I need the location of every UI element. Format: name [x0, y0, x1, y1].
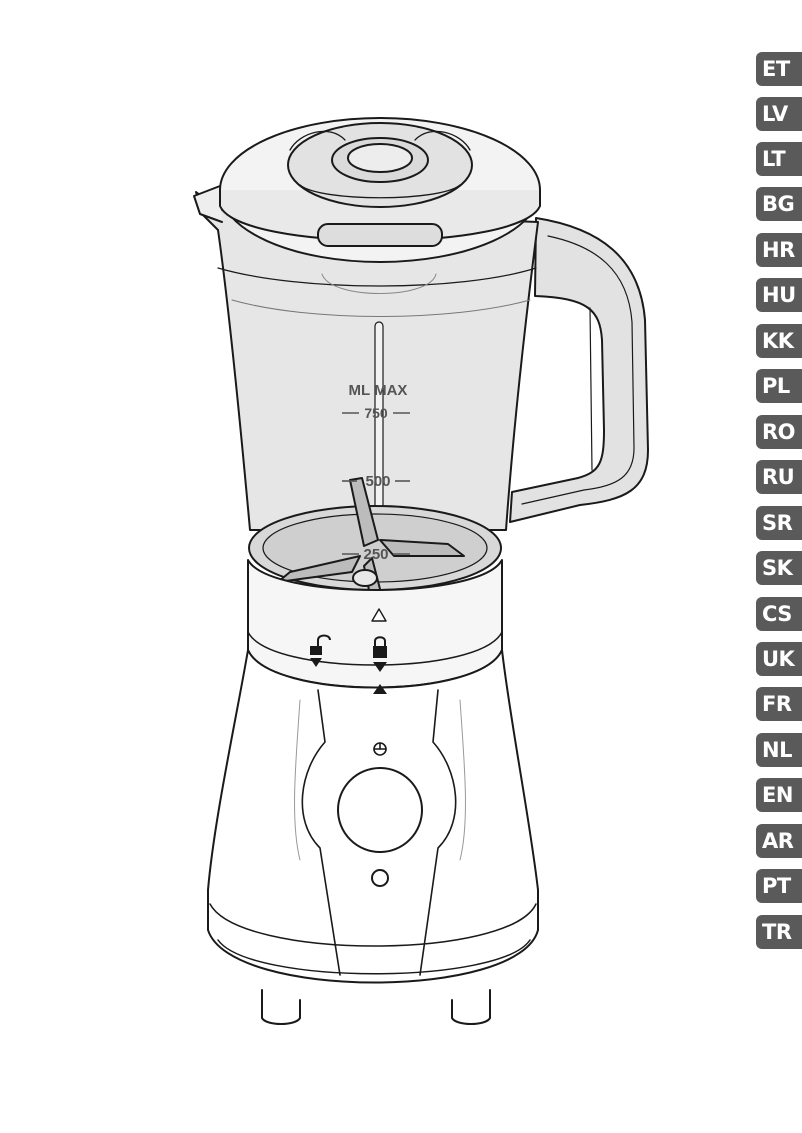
lang-tab-ro[interactable]: RO — [756, 415, 802, 449]
lang-tab-bg[interactable]: BG — [756, 187, 802, 221]
jug-measurements: ML MAX 750 500 250 — [342, 382, 410, 563]
lang-tab-ar[interactable]: AR — [756, 824, 802, 858]
lang-tab-hu[interactable]: HU — [756, 278, 802, 312]
lang-tab-tr[interactable]: TR — [756, 915, 802, 949]
blender-lid — [219, 117, 541, 294]
blade-assembly — [277, 477, 465, 625]
lang-tab-uk[interactable]: UK — [756, 642, 802, 676]
lock-icon — [373, 636, 387, 694]
lang-tab-hr[interactable]: HR — [756, 233, 802, 267]
lang-tab-et[interactable]: ET — [756, 52, 802, 86]
lang-tab-pt[interactable]: PT — [756, 869, 802, 903]
mark-750: 750 — [364, 405, 388, 421]
blender-jug — [193, 185, 539, 623]
lang-tab-kk[interactable]: KK — [756, 324, 802, 358]
power-icon — [373, 742, 387, 756]
lang-tab-en[interactable]: EN — [756, 778, 802, 812]
lang-tab-lt[interactable]: LT — [756, 142, 802, 176]
lang-tab-fr[interactable]: FR — [756, 687, 802, 721]
mark-500: 500 — [365, 473, 390, 490]
mark-250: 250 — [363, 546, 388, 563]
lang-tab-sk[interactable]: SK — [756, 551, 802, 585]
lang-tab-cs[interactable]: CS — [756, 597, 802, 631]
lang-tab-pl[interactable]: PL — [756, 369, 802, 403]
lang-tab-lv[interactable]: LV — [756, 97, 802, 131]
motor-base — [207, 649, 539, 1025]
max-label: ML MAX — [349, 382, 408, 399]
speed-dial[interactable] — [337, 767, 423, 853]
lang-tab-nl[interactable]: NL — [756, 733, 802, 767]
unlock-icon — [310, 634, 331, 667]
lang-tab-sr[interactable]: SR — [756, 506, 802, 540]
lang-tab-ru[interactable]: RU — [756, 460, 802, 494]
jug-handle — [509, 217, 649, 523]
